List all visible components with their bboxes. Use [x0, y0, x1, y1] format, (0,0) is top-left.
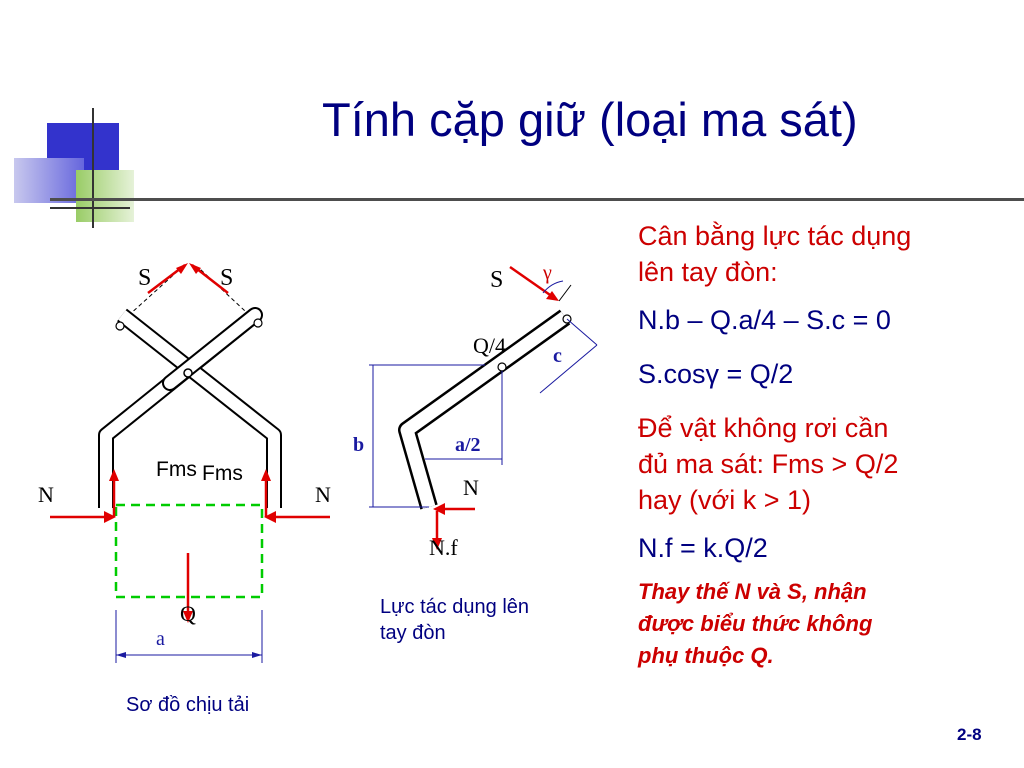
equation-3: N.f = k.Q/2	[638, 533, 768, 563]
dim-c-ext	[566, 318, 598, 346]
symbol-s-right: S	[220, 265, 233, 291]
condition-line1: Để vật không rơi cần	[638, 413, 889, 443]
arm-force-n-head	[433, 503, 445, 515]
dim-c-line	[539, 344, 598, 394]
slide-number: 2-8	[957, 725, 982, 744]
decor-vertical-line	[92, 108, 94, 228]
title-rule	[50, 198, 1024, 201]
force-s-right-head	[189, 263, 201, 274]
pivot-top-right	[253, 318, 263, 328]
arm-force-diagram: S γ c Q/4 b a/2 N N.f	[353, 262, 598, 560]
pivot-top-left	[115, 321, 125, 331]
condition-line2: đủ ma sát: Fms > Q/2	[638, 449, 899, 479]
symbol-n-right: N	[315, 482, 331, 507]
gamma-label: γ	[542, 262, 552, 284]
right-diagram-caption: Lực tác dụng lên tay đòn	[380, 594, 529, 646]
balance-heading-line1: Cân bằng lực tác dụng	[638, 221, 912, 251]
condition-line3: hay (với k > 1)	[638, 485, 812, 515]
arm-symbol-nf: N.f	[429, 535, 458, 560]
decor-short-line	[50, 207, 130, 209]
dim-a-arrow-right	[252, 652, 262, 658]
arm-right-fill	[118, 310, 280, 508]
right-caption-line1: Lực tác dụng lên	[380, 596, 530, 618]
force-q-head	[183, 611, 193, 623]
balance-heading-line2: lên tay đòn:	[638, 257, 778, 287]
dim-a-arrow-left	[116, 652, 126, 658]
force-s-left-head	[176, 263, 188, 274]
arm-fill	[400, 311, 569, 509]
fms-label-left: Fms	[156, 458, 197, 481]
arm-force-nf-head	[432, 538, 442, 550]
equation-2: S.cosγ = Q/2	[638, 359, 794, 389]
force-fms-right-head	[261, 469, 271, 481]
equation-1: N.b – Q.a/4 – S.c = 0	[638, 305, 891, 335]
explanation-column: Cân bằng lực tác dụng lên tay đòn: N.b –…	[638, 218, 1008, 672]
symbol-n-left: N	[38, 482, 54, 507]
arm-force-s	[509, 265, 554, 299]
angle-arc	[542, 280, 564, 294]
symbol-s-left: S	[138, 265, 151, 291]
dim-a-label: a	[156, 628, 165, 650]
pivot-center	[183, 368, 193, 378]
force-n-right-head	[264, 511, 276, 523]
page-title: Tính cặp giữ (loại ma sát)	[322, 93, 858, 146]
arm-pivot-center	[497, 362, 507, 372]
arm-symbol-n: N	[463, 475, 479, 500]
decor-square-blue-fade	[14, 158, 84, 203]
force-fms-left-head	[109, 469, 119, 481]
note-line2: được biểu thức không	[638, 611, 873, 636]
dim-b-label: b	[353, 434, 364, 456]
dim-a2-label: a/2	[455, 434, 481, 456]
fms-label-right: Fms	[202, 462, 243, 485]
gripper-load-diagram: S S N N Q a Fms Fms	[38, 263, 331, 663]
arm-force-s-head	[546, 291, 559, 301]
right-caption-line2: tay đòn	[380, 622, 446, 644]
decor-square-green	[76, 170, 134, 222]
note-line3: phụ thuộc Q.	[638, 643, 774, 668]
arm-cross-fill	[164, 309, 261, 389]
angle-ref-line	[558, 284, 572, 302]
arm-symbol-q4: Q/4	[473, 333, 506, 358]
symbol-q: Q	[180, 601, 196, 626]
left-diagram-caption: Sơ đồ chịu tải	[126, 694, 250, 716]
dim-c-label: c	[553, 345, 562, 367]
arm-symbol-s: S	[490, 267, 503, 293]
force-n-left-head	[104, 511, 116, 523]
note-line1: Thay thế N và S, nhận	[638, 579, 867, 604]
